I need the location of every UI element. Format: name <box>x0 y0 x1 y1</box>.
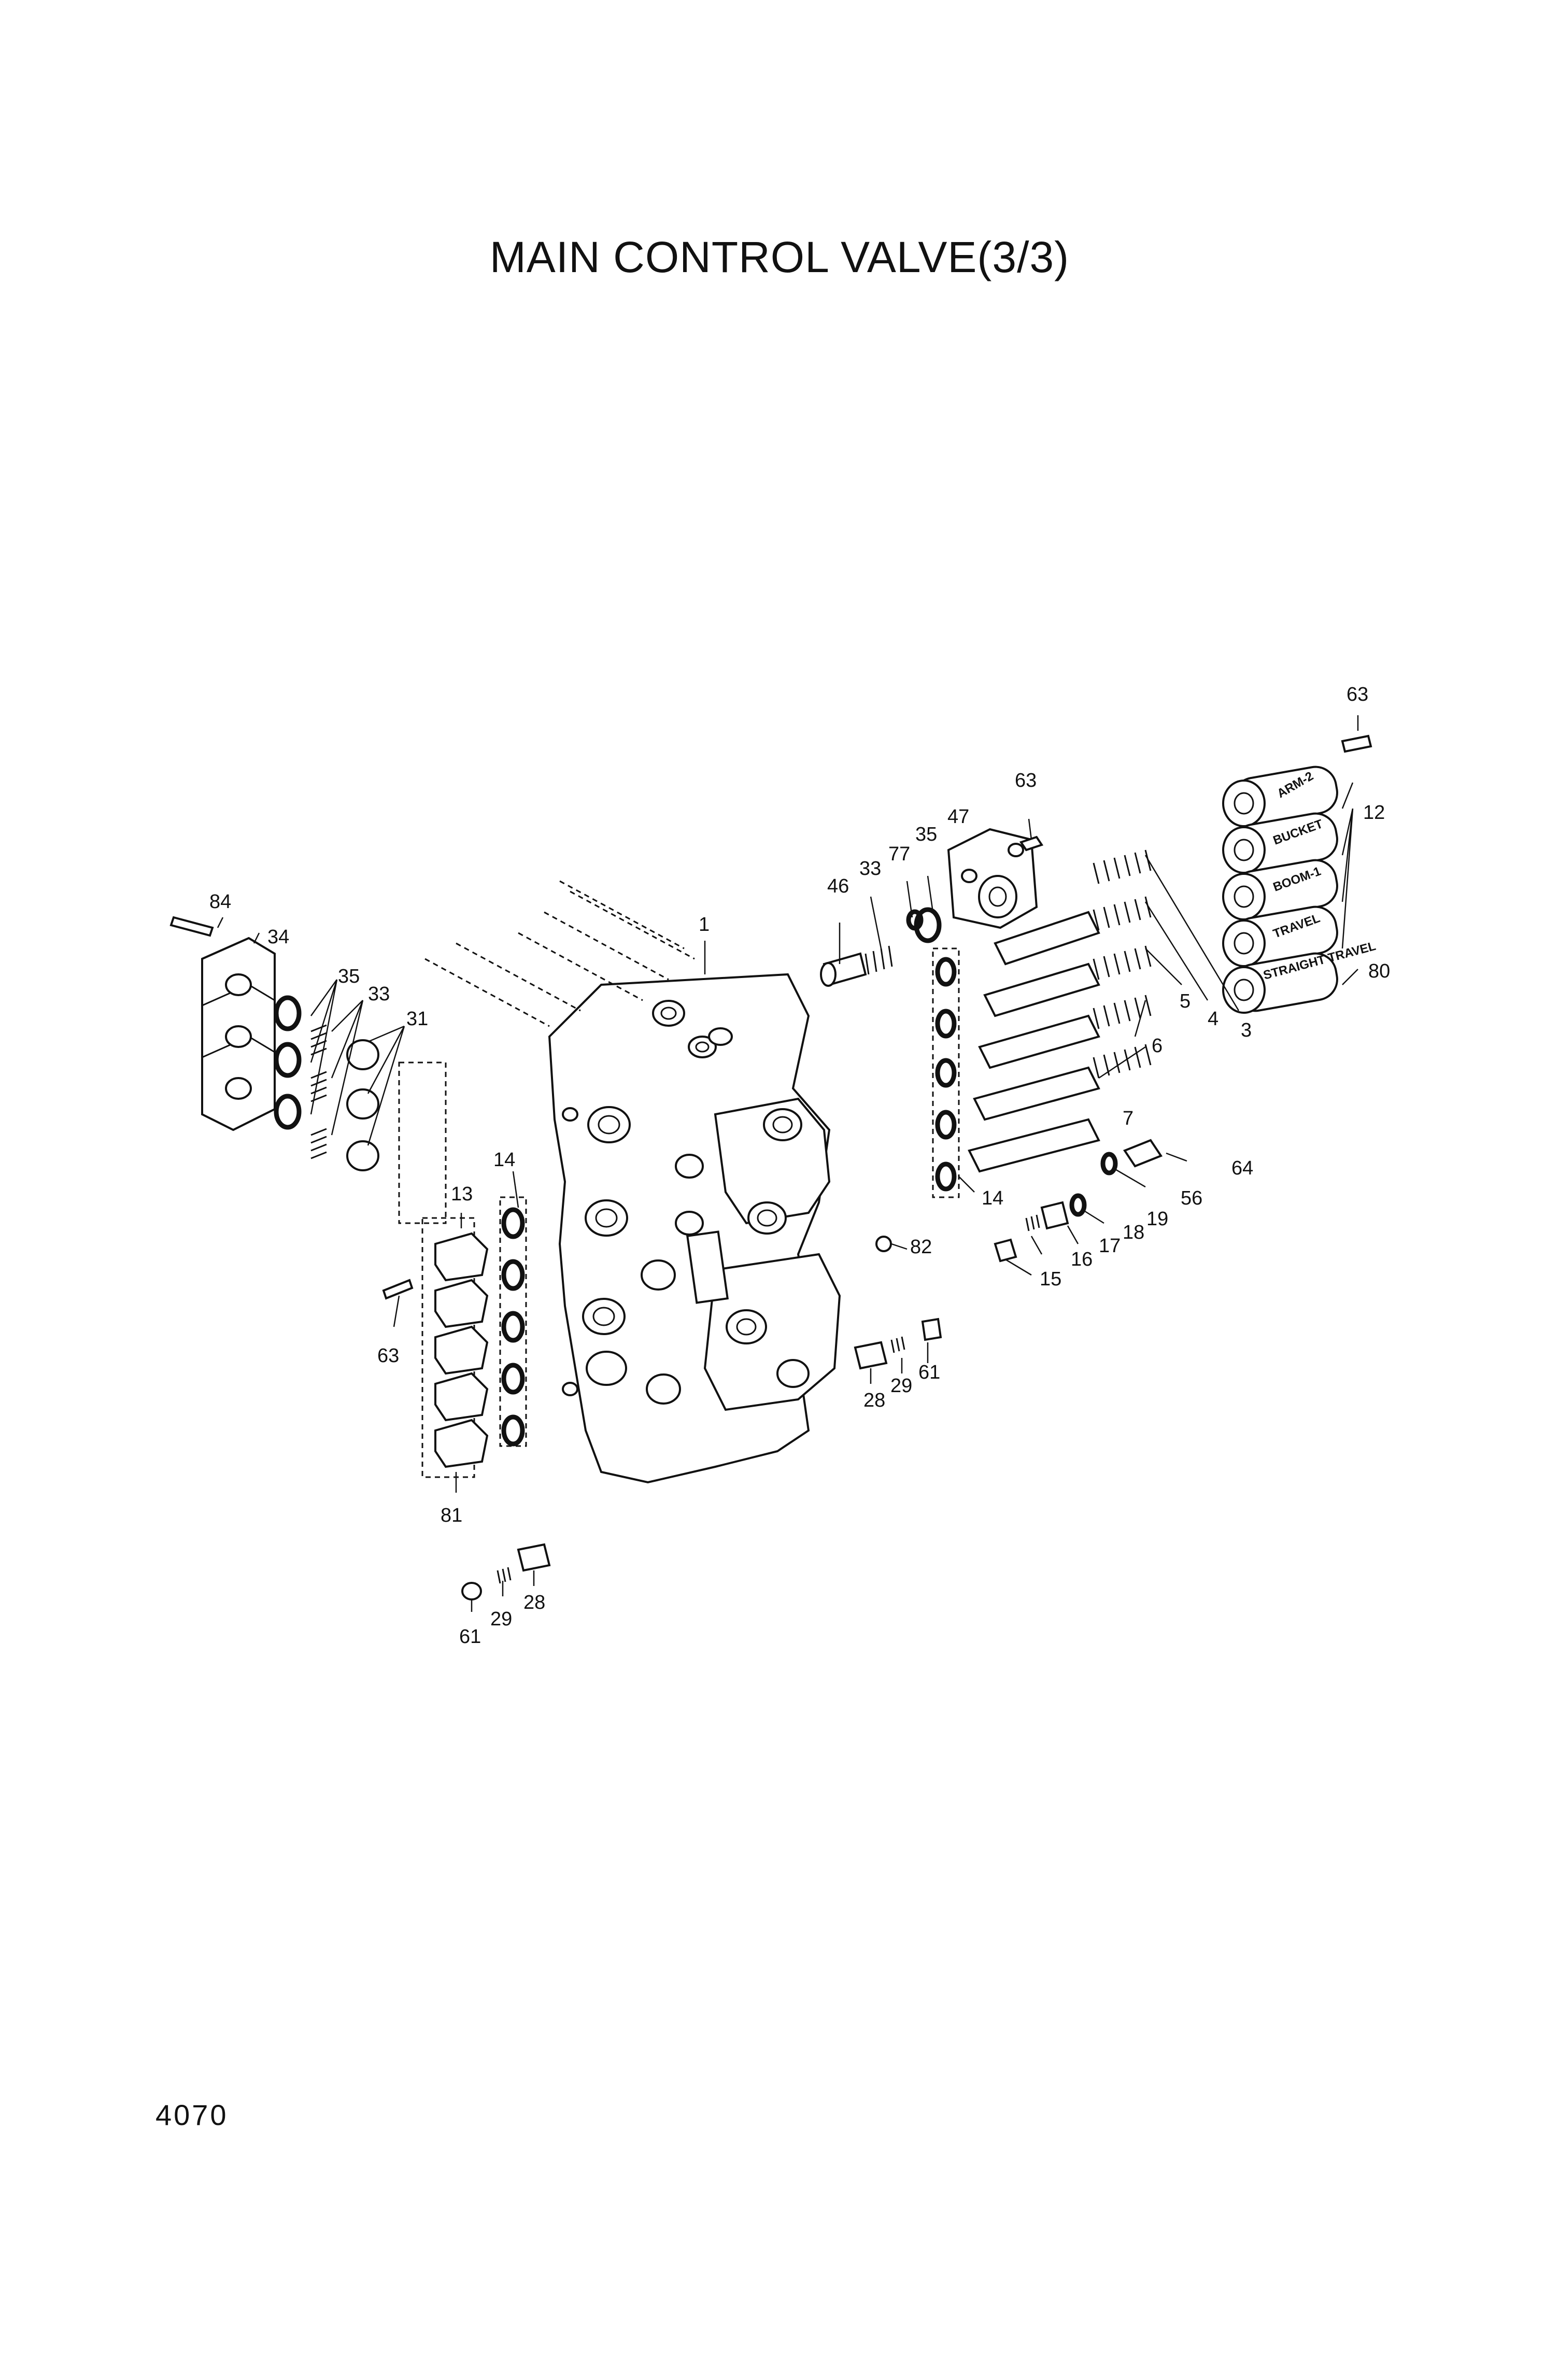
relief-parts-right <box>854 1139 1163 1370</box>
callout-37: 29 <box>490 1608 512 1630</box>
orings-left <box>499 1196 527 1447</box>
spools <box>968 849 1152 1173</box>
left-covers <box>169 916 447 1224</box>
callout-27: 17 <box>1099 1235 1121 1257</box>
callout-25: 19 <box>1146 1208 1168 1230</box>
callout-17: 5 <box>1180 990 1190 1012</box>
spool-3 <box>994 849 1152 966</box>
spool-7 <box>968 1044 1152 1173</box>
leader-lines <box>217 715 1359 1612</box>
callout-5: 35 <box>915 824 937 845</box>
callout-2: 80 <box>1368 960 1390 982</box>
callout-14: 31 <box>406 1008 428 1030</box>
callout-36: 28 <box>523 1592 545 1613</box>
callout-23: 64 <box>1231 1157 1253 1179</box>
spool-5 <box>978 945 1152 1069</box>
callout-15: 3 <box>1241 1019 1252 1041</box>
callout-33: 29 <box>890 1375 912 1397</box>
callout-32: 61 <box>918 1362 940 1383</box>
callout-9: 1 <box>699 914 710 936</box>
callout-6: 77 <box>888 843 910 865</box>
callout-19: 7 <box>1123 1108 1133 1129</box>
callout-22: 14 <box>493 1149 515 1171</box>
callout-28: 16 <box>1071 1249 1093 1270</box>
callout-8: 46 <box>827 875 849 897</box>
orings-right <box>932 947 960 1198</box>
callout-35: 81 <box>441 1505 462 1526</box>
callout-31: 63 <box>377 1345 399 1367</box>
spool-6 <box>973 995 1152 1121</box>
left-caps <box>382 1217 489 1478</box>
callout-13: 33 <box>368 983 390 1005</box>
cover-47-group <box>820 828 1044 987</box>
callout-10: 84 <box>209 891 231 913</box>
tie-bolts <box>424 880 695 1027</box>
callout-29: 15 <box>1040 1268 1061 1290</box>
callout-12: 35 <box>338 966 360 987</box>
callout-4: 47 <box>947 806 969 828</box>
callout-18: 6 <box>1152 1035 1163 1057</box>
callout-38: 61 <box>459 1626 481 1648</box>
callout-3: 63 <box>1015 770 1037 791</box>
callout-16: 4 <box>1208 1008 1218 1030</box>
callout-24: 56 <box>1181 1187 1202 1209</box>
page-number: 4070 <box>155 2099 229 2131</box>
callout-34: 28 <box>863 1390 885 1411</box>
valve-body <box>548 973 841 1484</box>
diagram-title: MAIN CONTROL VALVE(3/3) <box>489 233 1070 281</box>
callout-11: 34 <box>267 926 289 948</box>
callout-21: 13 <box>451 1183 473 1205</box>
relief-parts-bottom <box>461 1543 551 1600</box>
callout-1: 12 <box>1363 802 1385 824</box>
callout-20: 14 <box>982 1187 1003 1209</box>
callout-26: 18 <box>1123 1222 1144 1243</box>
spool-4 <box>983 896 1152 1017</box>
callout-7: 33 <box>859 858 881 880</box>
callout-30: 82 <box>910 1236 932 1258</box>
callout-0: 63 <box>1347 684 1368 705</box>
callouts: 63 12 80 63 47 35 77 33 46 1 84 34 35 33… <box>209 684 1390 1648</box>
